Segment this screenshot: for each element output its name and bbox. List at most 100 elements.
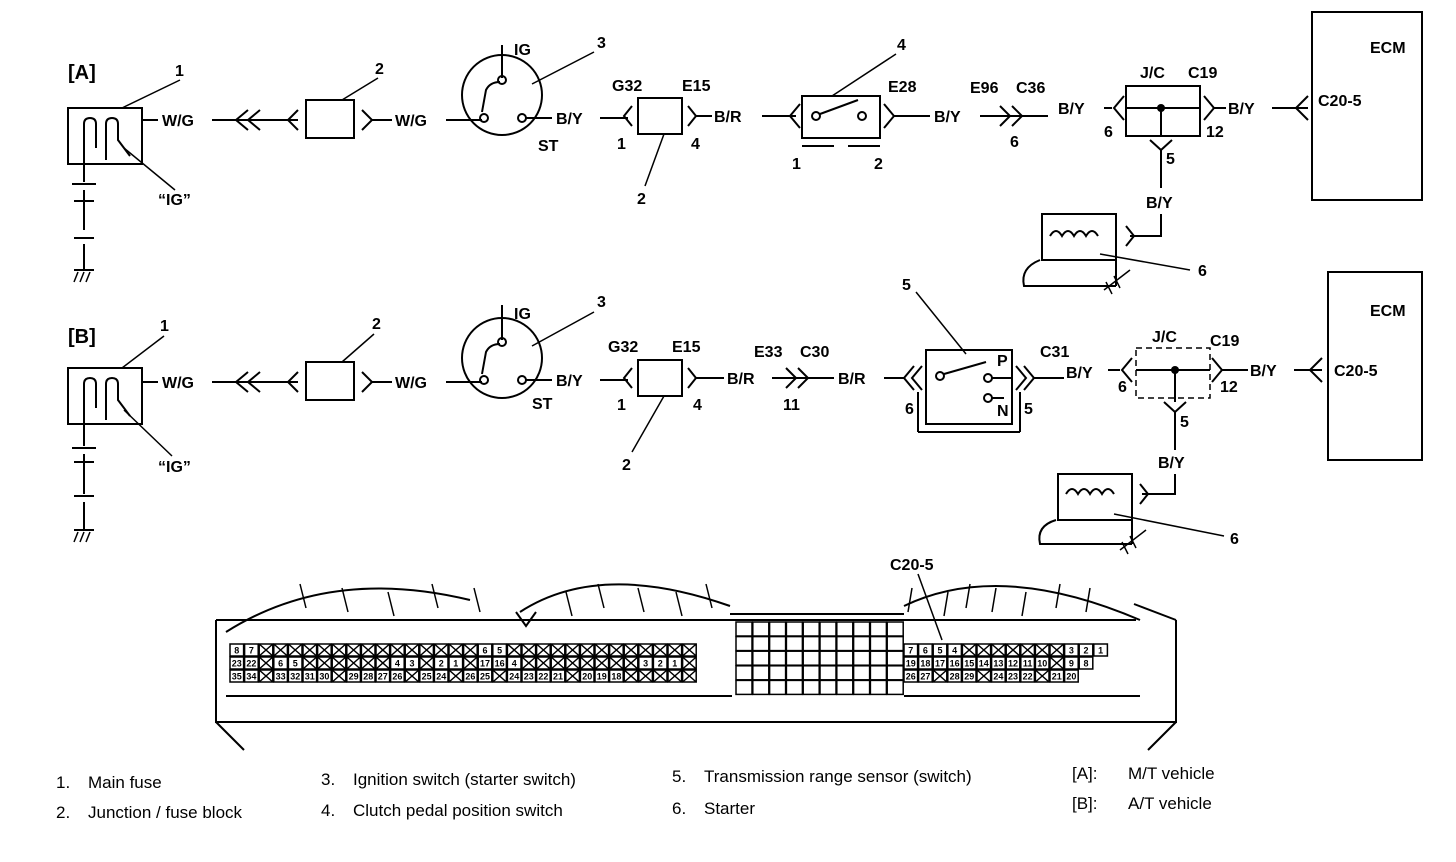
wire-br: B/R <box>714 109 742 126</box>
pin-cell <box>477 656 493 670</box>
pin-cell <box>990 656 1006 670</box>
pin-cell <box>961 643 977 657</box>
callout-4-leader <box>831 53 897 97</box>
pin-label: 4 <box>395 659 400 669</box>
pin-cell <box>932 669 948 683</box>
pin-cell <box>243 643 259 657</box>
pin-blank-mark <box>317 656 332 670</box>
latch-tick <box>705 583 713 609</box>
pin-1: 1 <box>617 397 626 414</box>
pin-cell <box>433 643 449 657</box>
pin-blank-mark <box>317 643 332 657</box>
wire-wg-1: W/G <box>162 113 194 130</box>
pin-label: 24 <box>509 672 519 682</box>
wire-br-1: B/R <box>727 371 755 388</box>
pin-cell <box>752 679 770 696</box>
pin-label: 2 <box>658 659 663 669</box>
ignition-switch-icon <box>461 305 543 399</box>
st-label: ST <box>538 138 559 155</box>
pin-cell <box>652 669 668 683</box>
pin-label: 29 <box>349 672 359 682</box>
pin-blank-mark <box>448 669 464 683</box>
pin-cell <box>1063 643 1079 657</box>
conn-e15: E15 <box>672 339 701 356</box>
pin-label: 6 <box>482 646 487 656</box>
pin-label: 8 <box>1083 659 1088 669</box>
pin-blank-mark <box>360 643 376 657</box>
pin-cell <box>852 635 871 652</box>
pin-label: 3 <box>1069 646 1074 656</box>
pin-cell <box>462 643 478 657</box>
pin-cell <box>492 656 508 670</box>
pin-cell <box>579 669 595 683</box>
pin-cell <box>785 635 804 652</box>
conn-g32: G32 <box>608 339 638 356</box>
pin-cell <box>768 650 787 666</box>
pin-cell <box>852 679 871 696</box>
pin-label: 22 <box>1023 672 1033 682</box>
jc-label: J/C <box>1152 329 1177 346</box>
sw-n-label: N <box>997 403 1009 420</box>
ig-leader <box>123 409 173 457</box>
latch-tick <box>991 587 997 613</box>
pin-label: 26 <box>392 672 402 682</box>
pin-blank-mark <box>390 643 405 657</box>
pin-cell <box>735 679 753 696</box>
pin-cell <box>886 635 904 652</box>
pin-blank-mark <box>506 643 522 657</box>
latch-tick <box>1055 583 1061 609</box>
callout-4: 4 <box>897 37 906 54</box>
connector-icon <box>286 109 299 131</box>
conn-e96: E96 <box>970 80 999 97</box>
pin-cell <box>477 669 493 683</box>
connector-double-icon <box>999 105 1024 127</box>
pin-cell <box>331 656 347 670</box>
latch-tick <box>907 587 913 613</box>
pin-cell <box>667 669 683 683</box>
pin-cell <box>802 621 820 637</box>
clutch-switch-icon <box>788 95 896 147</box>
pin-blank-mark <box>609 656 624 670</box>
pin-label: 13 <box>993 659 1003 669</box>
conn-g32: G32 <box>612 78 642 95</box>
pin-blank-mark <box>667 669 683 683</box>
pin-cell <box>404 669 420 683</box>
pin-cell <box>506 656 522 670</box>
pin-cell <box>477 643 493 657</box>
pin-cell <box>735 635 753 652</box>
sw-pin-5: 5 <box>1024 401 1033 418</box>
connector-double-icon <box>234 109 261 131</box>
pin-cell <box>608 656 624 670</box>
pin-cell <box>976 656 992 670</box>
sw-p-label: P <box>997 353 1008 370</box>
pin-blank-mark <box>1020 643 1035 657</box>
pin-cell <box>819 679 837 696</box>
connector-double-icon <box>785 367 810 389</box>
wire-by-2: B/Y <box>1066 365 1093 382</box>
pin-blank-mark <box>991 643 1006 657</box>
pin-label: 1 <box>672 659 677 669</box>
pin-cell <box>886 650 904 666</box>
pin-cell <box>1034 669 1050 683</box>
pin-cell <box>521 656 537 670</box>
ig-quoted-label: “IG” <box>158 192 191 209</box>
pin-blank-mark <box>302 656 318 670</box>
pin-blank-mark <box>331 656 347 670</box>
pin-label: 10 <box>1037 659 1047 669</box>
pin-blank-mark <box>652 669 668 683</box>
pin-label: 18 <box>920 659 930 669</box>
pin-label: 16 <box>950 659 960 669</box>
connector-icon <box>687 367 698 389</box>
pin-cell <box>258 643 274 657</box>
pin-label: 24 <box>993 672 1003 682</box>
jc-pin-6: 6 <box>1118 379 1127 396</box>
wire-by-3: B/Y <box>1058 101 1085 118</box>
pin-blank-mark <box>579 656 595 670</box>
conn-e33: E33 <box>754 344 783 361</box>
callout-2a: 2 <box>372 316 381 333</box>
pin-blank-mark <box>932 669 948 683</box>
pin-cell <box>302 656 318 670</box>
wire-by-1: B/Y <box>556 373 583 390</box>
pin-blank-mark <box>579 643 595 657</box>
latch-tick <box>565 591 573 617</box>
